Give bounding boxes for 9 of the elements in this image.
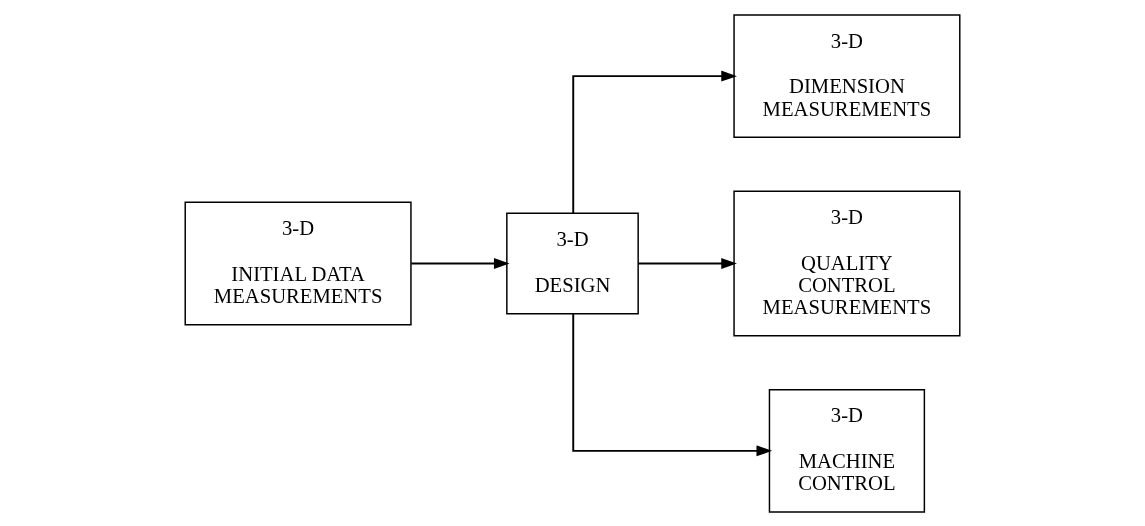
node-box: 3-D DIMENSION MEASUREMENTS [733, 13, 961, 138]
node-box: 3-D DESIGN [506, 212, 639, 314]
node-box: 3-D MACHINE CONTROL [768, 388, 926, 513]
node-box: 3-D QUALITY CONTROL MEASUREMENTS [733, 189, 961, 337]
arrow [410, 257, 510, 269]
arrow [637, 257, 737, 269]
node-box: 3-D INITIAL DATA MEASUREMENTS [184, 201, 412, 325]
arrow [572, 70, 737, 214]
arrow [572, 312, 773, 456]
